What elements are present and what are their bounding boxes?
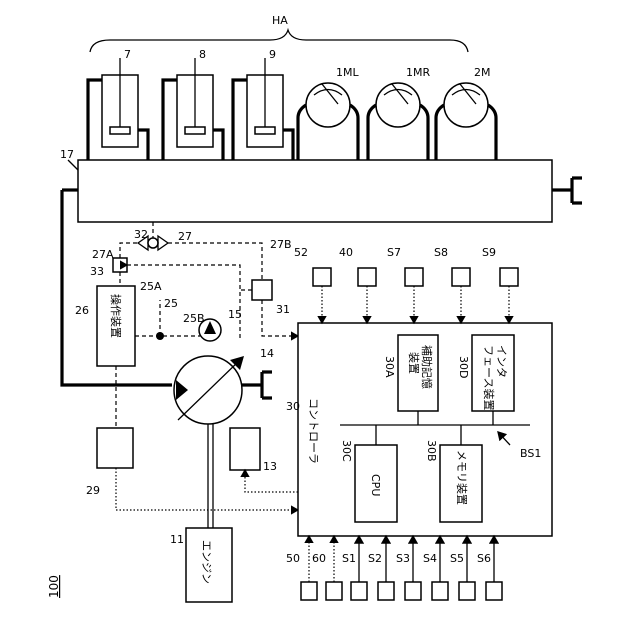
controller-label: コントローラ [307,398,320,464]
sensor-31 [252,280,272,300]
tank-symbol-1 [552,178,582,203]
label-13: 13 [263,460,277,473]
label-30: 30 [286,400,300,413]
cylinder-8-label: 8 [199,48,206,61]
aux-storage-label-2: 装置 [407,352,420,374]
motor-1ml: 1ML [298,66,359,160]
label-52: 52 [294,246,308,259]
interface-label-2: フェース装置 [482,345,495,410]
label-60: 60 [312,552,326,565]
label-s1: S1 [342,552,356,565]
label-30b: 30B [425,440,438,462]
label-31: 31 [276,303,290,316]
control-valve-17 [78,160,552,222]
label-25: 25 [164,297,178,310]
label-26: 26 [75,304,89,317]
shuttle-valve-32: 32 27 [134,228,192,250]
engine-label: エンジン [200,540,213,584]
label-s3: S3 [396,552,410,565]
label-50: 50 [286,552,300,565]
main-pump-14: 14 [174,347,274,424]
motor-2m: 2M [436,66,496,160]
label-s7: S7 [387,246,401,259]
label-bs1: BS1 [520,447,541,460]
label-30c: 30C [340,440,353,462]
top-sensors: 52 40 S7 S8 S9 [294,246,518,323]
memory-label: メモリ装置 [455,450,468,505]
cylinder-7: 7 [88,48,148,160]
ha-label: HA [272,14,288,27]
bottom-sensors: 50 60 S1 S2 S3 S4 S5 S6 [286,536,502,600]
motor-2m-label: 2M [474,66,491,79]
sensor-13 [230,428,260,470]
cylinder-9-label: 9 [269,48,276,61]
ha-brace [90,30,468,52]
label-s5: S5 [450,552,464,565]
operation-device-label: 操作装置 [109,294,123,338]
pilot-line-27b [168,243,262,280]
cylinder-9: 9 [233,48,293,160]
label-s6: S6 [477,552,491,565]
label-30a: 30A [383,356,396,378]
cpu-label: CPU [369,474,382,496]
aux-storage-label-1: 補助記憶 [420,345,434,389]
pilot-line-27a [120,243,138,258]
label-s4: S4 [423,552,437,565]
label-27a: 27A [92,248,114,261]
label-s2: S2 [368,552,382,565]
label-15: 15 [228,308,242,321]
cylinder-7-label: 7 [124,48,131,61]
label-29: 29 [86,484,100,497]
label-11: 11 [170,533,184,546]
label-40: 40 [339,246,353,259]
motor-1mr: 1MR [368,66,430,160]
sensor-29 [97,428,133,468]
cylinder-8: 8 [163,48,223,160]
motor-1ml-label: 1ML [336,66,359,79]
label-30d: 30D [457,356,470,378]
figure-number: 100 [47,575,61,598]
label-s8: S8 [434,246,448,259]
label-25a: 25A [140,280,162,293]
label-14: 14 [260,347,274,360]
interface-label-1: インタ [495,345,508,378]
label-33: 33 [90,265,104,278]
motor-1mr-label: 1MR [406,66,430,79]
label-s9: S9 [482,246,496,259]
sensor-33 [113,258,127,272]
control-valve-17-label: 17 [60,148,74,161]
label-32: 32 [134,228,148,241]
label-27b: 27B [270,238,292,251]
label-27: 27 [178,230,192,243]
